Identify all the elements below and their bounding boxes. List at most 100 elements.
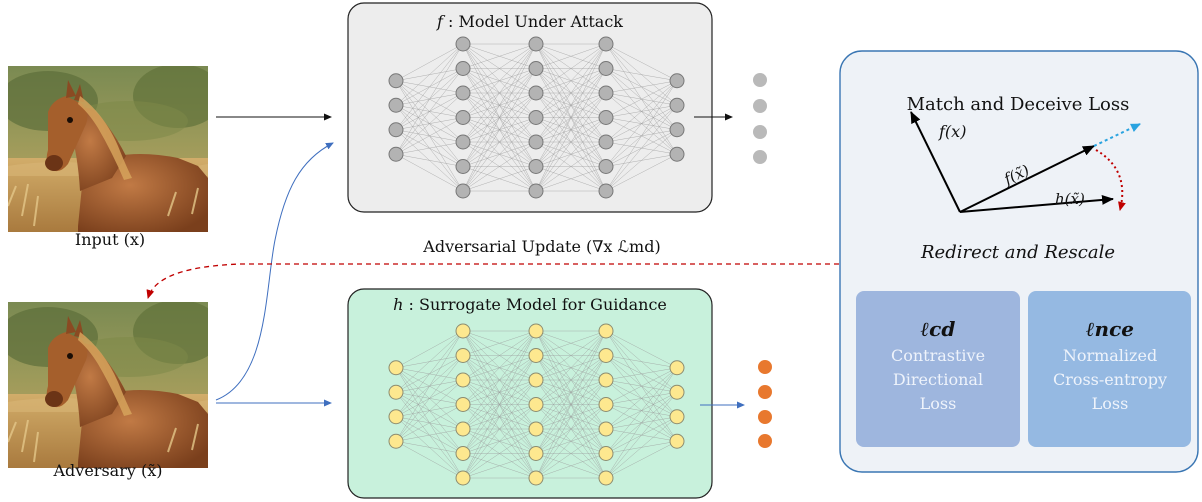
model-h-title: h : Surrogate Model for Guidance (393, 295, 667, 314)
model-h-connection (535, 428, 607, 479)
model-f-neuron (528, 36, 544, 52)
model-h-neuron (598, 446, 614, 461)
adversary-horse-image (8, 302, 208, 468)
model-h-connection (535, 379, 607, 479)
model-h-connection (535, 330, 607, 430)
loss-cd-box (856, 291, 1020, 447)
model-h-connection (462, 453, 537, 479)
model-h-neuron (388, 360, 404, 376)
model-h-connection (462, 330, 537, 356)
model-f-neuron (528, 159, 544, 174)
model-h-connection (462, 355, 537, 479)
model-f-connection (605, 43, 678, 81)
adversary-to-f-curve (215, 142, 334, 401)
model-h-neuron (388, 433, 404, 449)
vector-fx (910, 111, 961, 213)
model-h-connection (605, 392, 678, 479)
model-f-connection (535, 43, 607, 167)
model-f-neuron (455, 36, 471, 52)
model-h-neuron (528, 446, 544, 461)
model-h-connection (462, 330, 537, 430)
model-f-connection (462, 117, 537, 192)
model-f-connection (395, 154, 464, 167)
model-h-neuron (388, 384, 404, 400)
model-h-neuron (455, 470, 471, 486)
model-f-box (347, 2, 713, 213)
model-f-neuron (528, 85, 544, 101)
model-f-neuron (528, 61, 544, 76)
model-f-connection (462, 43, 537, 192)
model-h-neuron (598, 372, 614, 388)
model-f-neuron (455, 159, 471, 174)
model-f-neuron (669, 73, 685, 89)
model-h-connection (395, 330, 464, 417)
model-f-neuron (455, 183, 471, 199)
loss-nce-symbol: ℓnce (1086, 317, 1134, 341)
model-f-neuron (455, 85, 471, 101)
model-f-neuron (669, 97, 685, 113)
model-h-connection (605, 367, 678, 381)
model-f-connection (535, 68, 607, 192)
model-h-connection (462, 404, 537, 479)
model-h-neuron (528, 348, 544, 363)
model-h-neuron (528, 372, 544, 388)
model-h-neuron (455, 421, 471, 437)
model-f-connection (605, 80, 678, 118)
model-h-neuron (455, 323, 471, 339)
model-h-connection (605, 367, 678, 454)
model-f-connection (395, 154, 464, 192)
model-h-neuron (528, 323, 544, 339)
model-h-neuron (669, 384, 685, 400)
model-h-neuron (455, 397, 471, 412)
loss-panel-title: Match and Deceive Loss (907, 94, 1130, 115)
model-f-neuron (388, 146, 404, 162)
label-hxt: h(x̃) (1055, 190, 1085, 208)
model-h-connection (605, 441, 678, 479)
model-h-connection (605, 367, 678, 405)
adversarial-update-label: Adversarial Update (∇x ℒmd) (422, 237, 660, 256)
model-h-neuron (528, 470, 544, 486)
model-h-neuron (598, 323, 614, 339)
model-h-connection (605, 355, 678, 368)
model-h-neuron (455, 446, 471, 461)
adversarial-update-arrow (146, 263, 848, 299)
model-f-connection (535, 43, 607, 94)
model-h-connection (395, 404, 464, 442)
model-h-connection (395, 428, 464, 442)
model-h-connection (395, 379, 464, 442)
model-f-neuron (598, 110, 614, 125)
redirect-arc (1095, 149, 1126, 211)
model-f-connection (395, 43, 464, 130)
model-h-connection (535, 355, 607, 479)
model-f-connection (535, 43, 607, 118)
model-f-connection (535, 141, 607, 192)
model-f-connection (535, 43, 607, 69)
model-h-neuron (669, 409, 685, 425)
model-h-network (388, 323, 685, 486)
model-h-connection (605, 367, 678, 430)
model-h-connection (395, 330, 464, 442)
model-f-connection (605, 80, 678, 94)
model-h-neuron (669, 360, 685, 376)
model-f-connection (462, 92, 537, 192)
model-h-connection (462, 330, 537, 479)
model-h-neuron (598, 421, 614, 437)
model-h-connection (535, 330, 607, 381)
model-f-neuron (455, 134, 471, 150)
model-f-neuron (528, 110, 544, 125)
loss-nce-line2: Cross-entropy (1053, 370, 1167, 389)
model-f-neuron (388, 97, 404, 113)
model-f-neuron (669, 146, 685, 162)
loss-nce-line3: Loss (1092, 394, 1129, 413)
vector-hxt (959, 194, 1114, 213)
model-h-neuron (598, 348, 614, 363)
model-f-neuron (388, 73, 404, 89)
loss-nce-box (1028, 291, 1191, 447)
model-h-connection (535, 330, 607, 479)
model-f-network (388, 36, 685, 199)
model-h-connection (605, 416, 678, 479)
loss-cd-symbol: ℓcd (921, 317, 956, 341)
vector-fxt-extension (1093, 123, 1141, 147)
model-f-connection (605, 129, 678, 192)
